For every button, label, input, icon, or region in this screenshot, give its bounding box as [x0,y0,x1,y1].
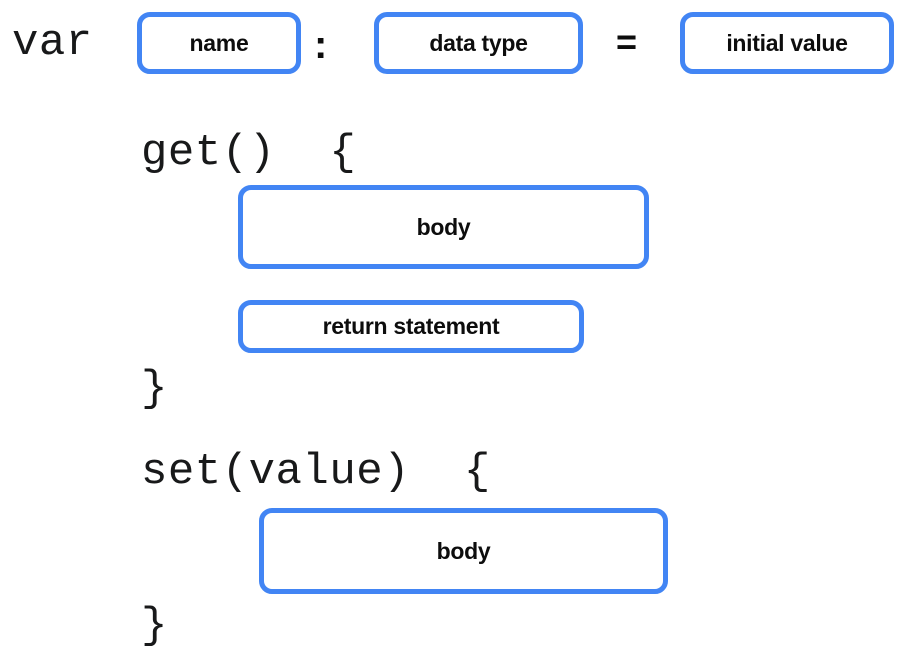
equals-operator: = [616,21,638,62]
colon-separator: : [314,23,328,67]
placeholder-box-getter-body[interactable]: body [238,185,649,269]
placeholder-box-initial-value[interactable]: initial value [680,12,894,74]
placeholder-box-name[interactable]: name [137,12,301,74]
getter-header: get() { [141,128,357,178]
placeholder-box-data-type[interactable]: data type [374,12,583,74]
setter-header: set(value) { [141,447,491,497]
keyword-var: var [12,18,93,68]
setter-closing-brace: } [141,601,168,651]
placeholder-box-setter-body[interactable]: body [259,508,668,594]
getter-closing-brace: } [141,364,168,414]
placeholder-box-return-statement[interactable]: return statement [238,300,584,353]
